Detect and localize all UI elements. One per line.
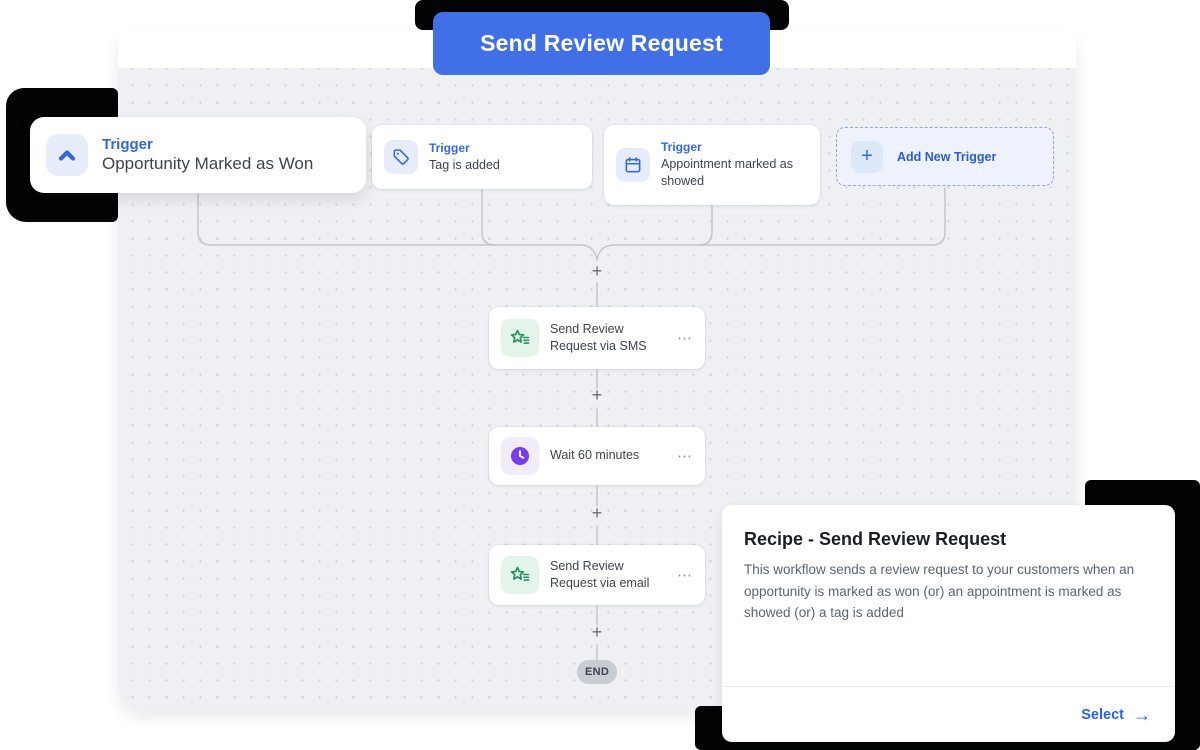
ellipsis-menu-icon[interactable]: ⋯ [677,566,693,584]
ellipsis-menu-icon[interactable]: ⋯ [677,329,693,347]
ellipsis-menu-icon[interactable]: ⋯ [677,447,693,465]
trigger-name: Tag is added [429,157,500,174]
add-step-node-1[interactable]: + [587,262,607,282]
plus-icon: + [851,141,883,173]
recipe-footer: Select → [722,686,1175,742]
trigger-label: Trigger [429,141,500,155]
action-name: Send Review Request via SMS [550,321,671,356]
trigger-label: Trigger [102,136,313,153]
calendar-icon [616,148,650,182]
chevron-up-icon [46,134,88,176]
recipe-title: Recipe - Send Review Request [744,529,1151,550]
action-name: Send Review Request via email [550,558,671,593]
action-card-wait[interactable]: Wait 60 minutes ⋯ [489,427,705,485]
review-star-icon [501,319,539,357]
action-card-email[interactable]: Send Review Request via email ⋯ [489,545,705,605]
add-new-trigger-button[interactable]: + Add New Trigger [836,127,1054,186]
action-name: Wait 60 minutes [550,447,671,465]
recipe-card[interactable]: Recipe - Send Review Request This workfl… [722,505,1175,742]
end-node: END [577,660,617,684]
select-label: Select [1081,707,1124,723]
add-trigger-label: Add New Trigger [897,150,996,164]
tag-icon [384,140,418,174]
trigger-name: Appointment marked as showed [661,156,801,190]
add-step-node-2[interactable]: + [587,386,607,406]
select-button[interactable]: Select → [1081,706,1151,724]
review-star-icon [501,556,539,594]
clock-icon [501,437,539,475]
trigger-name: Opportunity Marked as Won [102,154,313,174]
trigger-card-opportunity-won[interactable]: Trigger Opportunity Marked as Won [30,117,366,193]
trigger-card-appointment-showed[interactable]: Trigger Appointment marked as showed [604,125,820,205]
add-step-node-4[interactable]: + [587,623,607,643]
add-step-node-3[interactable]: + [587,504,607,524]
trigger-card-tag-added[interactable]: Trigger Tag is added [372,125,592,189]
trigger-label: Trigger [661,140,801,154]
send-review-request-button[interactable]: Send Review Request [433,12,770,75]
action-card-sms[interactable]: Send Review Request via SMS ⋯ [489,307,705,369]
recipe-description: This workflow sends a review request to … [744,559,1144,624]
arrow-right-icon: → [1133,706,1151,724]
